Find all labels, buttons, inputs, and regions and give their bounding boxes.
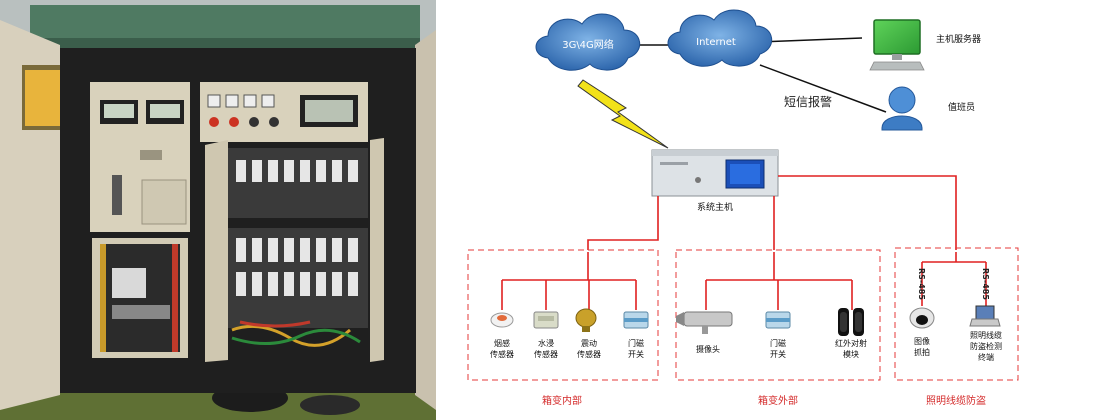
group-title-inside: 箱变内部 [542,394,582,407]
vibration-sensor-icon [575,308,597,332]
group-title-cable: 照明线缆防盗 [926,394,986,407]
door-contact-icon-inside [623,311,649,329]
system-host-label: 系统主机 [697,201,733,213]
group-frame-outside [675,249,881,381]
group-frame-cable [894,247,1019,381]
sms-alarm-label: 短信报警 [784,94,832,109]
infrared-label: 红外对射 [835,338,867,348]
group-frame-inside [467,249,659,381]
water-sensor-label-2: 传感器 [534,349,558,359]
water-sensor-label: 水浸 [538,338,554,348]
smoke-sensor-label-2: 传感器 [490,349,514,359]
smoke-sensor-icon [490,312,514,328]
cloud-internet-label: Internet [696,37,736,48]
cable-terminal-icon [969,305,1001,327]
topology-diagram: 3G\4G网络 Internet 主机服务器 值班员 短信报警 系统主机 [467,9,1019,407]
door-contact-inside-label-2: 开关 [628,349,644,359]
capture-label-2: 抓拍 [914,347,930,357]
link-internet-staff [759,64,887,113]
vibration-sensor-label: 震动 [581,338,597,348]
rs485-label-1: RS-485 [917,268,926,300]
group-title-outside: 箱变外部 [758,394,798,407]
duty-staff-label: 值班员 [948,101,975,113]
camera-icon [676,311,733,334]
cable-terminal-label-2: 防盗检测 [970,341,1002,351]
link-internet-server [759,37,863,43]
infrared-label-2: 模块 [843,349,859,359]
water-sensor-icon [533,311,559,329]
cabinet-photo [0,0,436,420]
cable-terminal-label-3: 终端 [978,352,994,362]
cloud-internet: Internet [667,9,772,67]
door-contact-outside-label-2: 开关 [770,349,786,359]
duty-staff-icon [881,86,923,131]
door-contact-icon-outside [765,311,791,329]
cloud-3g4g: 3G\4G网络 [535,13,640,71]
cloud-3g4g-label: 3G\4G网络 [562,38,614,51]
host-server-label: 主机服务器 [936,33,981,45]
rs485-label-2: RS-485 [981,268,990,300]
host-server-icon [869,19,925,71]
wireless-link-icon [577,79,669,149]
door-contact-inside-label: 门磁 [628,338,644,348]
smoke-sensor-label: 烟感 [494,338,510,348]
cable-terminal-label: 照明线缆 [970,330,1002,340]
infrared-beam-icon [838,308,864,336]
vibration-sensor-label-2: 传感器 [577,349,601,359]
capture-label: 图像 [914,336,930,346]
bus-lines [501,175,987,310]
system-host-device [651,149,779,197]
camera-label: 摄像头 [696,344,720,354]
door-contact-outside-label: 门磁 [770,338,786,348]
capture-camera-icon [909,307,935,329]
